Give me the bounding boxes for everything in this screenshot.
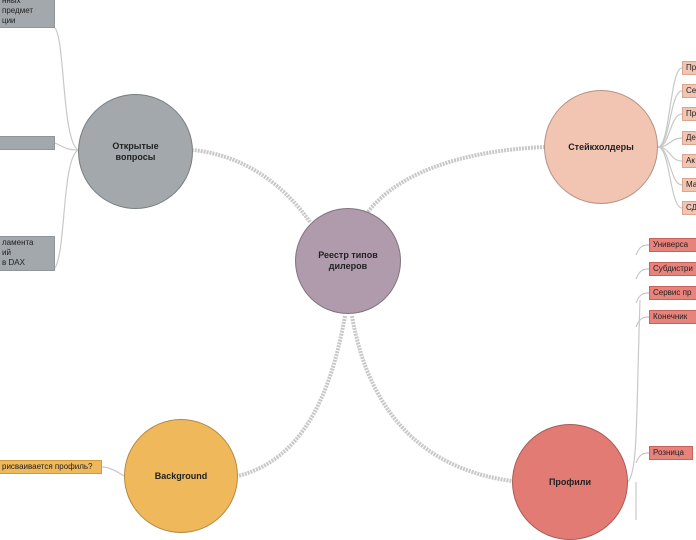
link-profile-1 bbox=[635, 268, 650, 280]
open-question-item[interactable] bbox=[0, 136, 55, 150]
stakeholder-item[interactable]: Де bbox=[682, 131, 696, 145]
center-node-label: Реестр типов дилеров bbox=[318, 250, 378, 271]
link-open-q-1 bbox=[54, 27, 79, 151]
link-center-background bbox=[237, 315, 347, 478]
stakeholder-item[interactable]: Се bbox=[682, 84, 696, 98]
link-profile-4 bbox=[635, 452, 650, 464]
link-background-item bbox=[101, 466, 125, 477]
link-center-stakeholders bbox=[366, 145, 546, 214]
stakeholders-label: Стейкхолдеры bbox=[568, 141, 634, 152]
stakeholder-item[interactable]: Пр bbox=[682, 61, 696, 75]
connector-lines bbox=[54, 27, 683, 520]
stakeholder-item[interactable]: Пр bbox=[682, 107, 696, 121]
link-open-q-3 bbox=[54, 149, 79, 269]
link-center-profiles bbox=[350, 315, 513, 483]
link-open-q-2 bbox=[54, 142, 79, 151]
background-node[interactable]: Background bbox=[124, 419, 238, 533]
profile-item[interactable]: Субдистри bbox=[649, 262, 696, 276]
profile-item[interactable]: Конечник bbox=[649, 310, 696, 324]
link-stakeholder-6 bbox=[657, 146, 683, 209]
link-stakeholder-2 bbox=[657, 113, 683, 148]
profiles-label: Профили bbox=[548, 476, 592, 487]
link-center-open-questions bbox=[192, 148, 312, 224]
profile-item[interactable]: Сервис пр bbox=[649, 286, 696, 300]
link-profile-3 bbox=[635, 316, 650, 328]
link-profile-0 bbox=[635, 244, 650, 256]
link-profile-2 bbox=[635, 292, 650, 304]
stakeholder-item[interactable]: СД bbox=[682, 201, 696, 215]
open-questions-label: Открытые вопросы bbox=[112, 140, 159, 162]
stakeholder-item[interactable]: Ак bbox=[682, 154, 696, 168]
profiles-node[interactable]: Профили bbox=[512, 424, 628, 540]
open-question-item[interactable]: ламента ий в DAX bbox=[0, 236, 55, 271]
stakeholders-node[interactable]: Стейкхолдеры bbox=[544, 90, 658, 204]
profile-item[interactable]: Розница bbox=[649, 446, 693, 460]
background-item[interactable]: рисваивается профиль? bbox=[0, 460, 102, 474]
center-node[interactable]: Реестр типов дилеров bbox=[295, 208, 401, 314]
open-questions-node[interactable]: Открытые вопросы bbox=[78, 94, 193, 209]
stakeholder-item[interactable]: Ма bbox=[682, 178, 696, 192]
link-stakeholder-0 bbox=[657, 67, 683, 148]
open-question-item[interactable]: нных предмет ции bbox=[0, 0, 55, 28]
link-profiles-trunk bbox=[627, 299, 641, 483]
link-stakeholder-1 bbox=[657, 90, 683, 148]
profile-item[interactable]: Универса bbox=[649, 238, 696, 252]
background-label: Background bbox=[154, 470, 208, 481]
